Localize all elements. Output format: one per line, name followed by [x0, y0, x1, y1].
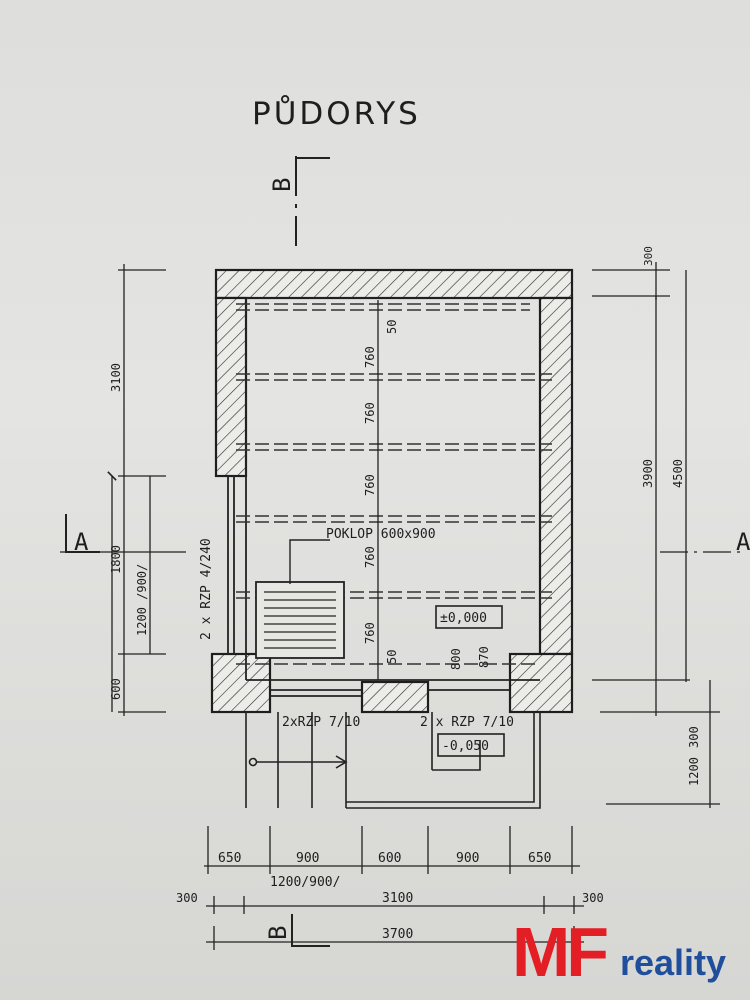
- wall-left: [214, 296, 248, 478]
- door-left-label: 2xRZP 7/10: [282, 715, 360, 730]
- level-box-floor: [435, 605, 503, 629]
- door-right-label: 2 x RZP 7/10: [420, 715, 514, 730]
- stair-left-label: 2 x RZP 4/240: [199, 538, 214, 640]
- left-dim-mid: 1800: [109, 545, 123, 574]
- left-dim-top: 3100: [109, 363, 123, 392]
- hatch-opening: [255, 539, 345, 659]
- wall-top: [214, 268, 574, 300]
- brand-logo: MF reality: [512, 913, 748, 992]
- bottom-dim-alt: 1200/900/: [270, 875, 340, 890]
- entry-stairs: [245, 712, 541, 809]
- wall-bottom-left: [210, 652, 272, 714]
- bottom-dim-row2-left: 300: [176, 891, 198, 905]
- brand-mf: MF: [512, 913, 609, 991]
- bottom-dim-1: 650: [218, 851, 241, 866]
- interior-dim-4: 760: [363, 474, 377, 496]
- right-dim-bottom: 1200: [687, 757, 701, 786]
- brand-reality: reality: [620, 942, 727, 983]
- bottom-dim-row2-mid: 3100: [382, 891, 413, 906]
- section-mark-b-bottom: B: [264, 926, 292, 940]
- section-mark-a-right: A: [736, 528, 750, 556]
- level-box-entry: [437, 733, 505, 757]
- wall-bottom-right: [508, 652, 574, 714]
- drawing-title: PŮDORYS: [252, 96, 421, 132]
- bottom-dim-3: 600: [378, 851, 401, 866]
- wall-right: [538, 296, 574, 656]
- bottom-dim-2: 900: [296, 851, 319, 866]
- level-floor-label: ±0,000: [440, 611, 487, 626]
- door-dim-2: 870: [477, 646, 491, 668]
- bottom-dimensions: [204, 156, 584, 950]
- left-dim-mid-alt: 1200 /900/: [135, 564, 149, 636]
- bottom-dim-row2-right: 300: [582, 891, 604, 905]
- bottom-dim-5: 650: [528, 851, 551, 866]
- right-dimensions: [592, 262, 742, 808]
- section-mark-a-left: A: [74, 528, 89, 556]
- right-dim-total: 4500: [671, 459, 685, 488]
- interior-dim-7: 50: [385, 650, 399, 664]
- bottom-dim-row3: 3700: [382, 927, 413, 942]
- walls: [210, 268, 574, 714]
- section-mark-b-top: B: [268, 178, 296, 192]
- right-dim-top: 300: [642, 246, 655, 266]
- interior-dim-3: 760: [363, 402, 377, 424]
- interior-dim-2: 760: [363, 346, 377, 368]
- interior-dim-5: 760: [363, 546, 377, 568]
- hatch-label: POKLOP 600x900: [326, 527, 436, 542]
- bottom-dim-4: 900: [456, 851, 479, 866]
- wall-bottom-middle: [360, 680, 430, 714]
- left-dim-bottom: 600: [109, 678, 123, 700]
- interior-dim-1: 50: [385, 320, 399, 334]
- ceiling-beams: [236, 303, 552, 665]
- right-dim-lower: 300: [687, 726, 701, 748]
- level-entry-label: -0,050: [442, 739, 489, 754]
- left-dimensions: [60, 264, 186, 716]
- interior-dim-6: 760: [363, 622, 377, 644]
- door-dim-1: 800: [449, 648, 463, 670]
- right-dim-mid: 3900: [641, 459, 655, 488]
